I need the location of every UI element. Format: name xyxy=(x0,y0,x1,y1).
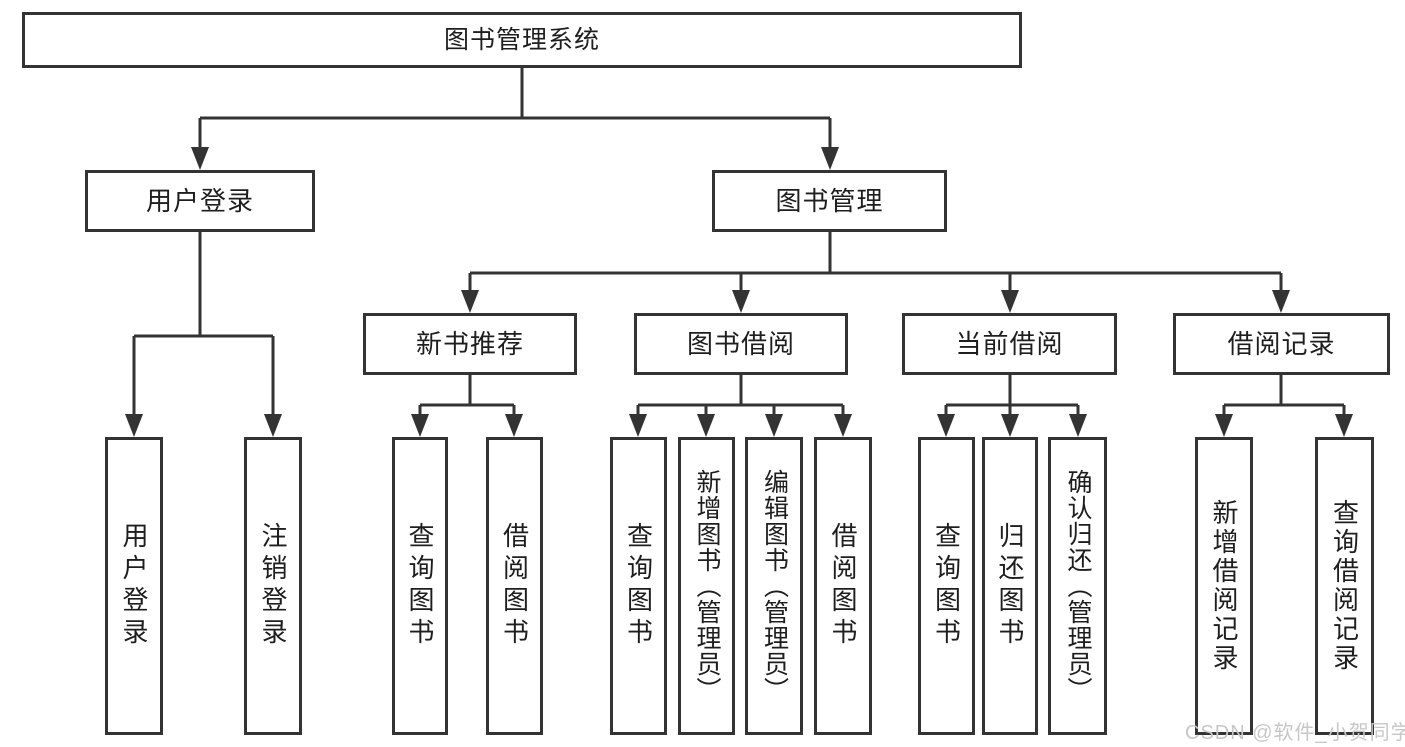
node-current-borrow-label: 当前借阅 xyxy=(955,329,1064,359)
node-book-borrow: 图书借阅 xyxy=(634,313,848,375)
csdn-watermark: CSDN @软件_小贺同学 xyxy=(1185,722,1405,744)
node-book-management: 图书管理 xyxy=(712,170,947,232)
leaf-nbr-borrow-book-label: 借阅图书 xyxy=(499,522,530,650)
leaf-bb-query-book-label: 查询图书 xyxy=(623,522,654,650)
leaf-user-login: 用户登录 xyxy=(105,437,163,735)
leaf-bb-add-book: 新增图书（管理员） xyxy=(678,437,735,735)
node-root-label: 图书管理系统 xyxy=(443,25,600,54)
leaf-br-query-record: 查询借阅记录 xyxy=(1315,437,1374,735)
node-root: 图书管理系统 xyxy=(22,12,1022,68)
leaf-cb-query-book-label: 查询图书 xyxy=(931,522,962,650)
node-new-book-recommend-label: 新书推荐 xyxy=(415,329,524,359)
leaf-br-query-record-label: 查询借阅记录 xyxy=(1329,499,1360,673)
leaf-nbr-query-book: 查询图书 xyxy=(392,437,448,735)
leaf-logout: 注销登录 xyxy=(244,437,302,735)
node-user-login-label: 用户登录 xyxy=(145,186,254,216)
leaf-cb-confirm-return-label: 确认归还（管理员） xyxy=(1064,469,1092,703)
leaf-cb-query-book: 查询图书 xyxy=(918,437,975,735)
leaf-bb-edit-book-label: 编辑图书（管理员） xyxy=(760,469,789,703)
leaf-br-add-record-label: 新增借阅记录 xyxy=(1209,499,1239,673)
leaf-logout-label: 注销登录 xyxy=(258,522,288,650)
leaf-bb-query-book: 查询图书 xyxy=(610,437,667,735)
leaf-bb-edit-book: 编辑图书（管理员） xyxy=(745,437,803,735)
leaf-bb-add-book-label: 新增图书（管理员） xyxy=(693,469,721,703)
leaf-nbr-query-book-label: 查询图书 xyxy=(405,522,435,650)
node-borrow-record: 借阅记录 xyxy=(1173,313,1390,375)
leaf-br-add-record: 新增借阅记录 xyxy=(1195,437,1253,735)
leaf-cb-return-book: 归还图书 xyxy=(982,437,1038,735)
node-book-borrow-label: 图书借阅 xyxy=(686,329,795,359)
leaf-cb-confirm-return: 确认归还（管理员） xyxy=(1048,437,1107,735)
node-borrow-record-label: 借阅记录 xyxy=(1227,329,1336,359)
node-current-borrow: 当前借阅 xyxy=(902,313,1117,375)
leaf-bb-borrow-book: 借阅图书 xyxy=(814,437,872,735)
leaf-user-login-label: 用户登录 xyxy=(119,522,149,650)
leaf-nbr-borrow-book: 借阅图书 xyxy=(486,437,543,735)
node-user-login: 用户登录 xyxy=(85,170,315,232)
leaf-cb-return-book-label: 归还图书 xyxy=(995,522,1025,650)
node-new-book-recommend: 新书推荐 xyxy=(363,313,577,375)
node-book-management-label: 图书管理 xyxy=(775,186,884,216)
leaf-bb-borrow-book-label: 借阅图书 xyxy=(828,522,858,650)
